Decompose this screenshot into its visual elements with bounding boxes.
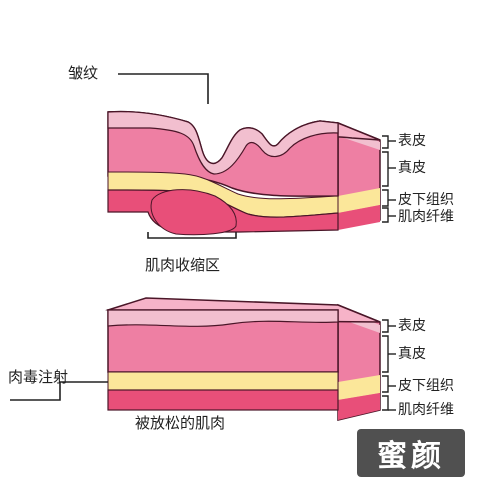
contraction-bracket [147,232,237,239]
bottom-block-front-epidermis [107,309,339,327]
injection-pointer-line [10,381,108,401]
top-layer-muscle-label: 肌肉纤维 [398,209,454,225]
top-layer-subcutaneous-label: 皮下组织 [398,192,454,208]
bottom-block-front-subcutaneous [107,371,339,391]
wrinkle-label: 皱纹 [68,64,99,82]
top-layer-epidermis-label: 表皮 [398,133,426,149]
top-block-front-epidermis [107,111,339,175]
bottom-layer-brackets [382,319,396,411]
injection-label: 肉毒注射 [8,368,69,386]
top-layer-dermis-label: 真皮 [398,160,426,176]
muscle-contraction-label: 肌肉收缩区 [145,256,221,274]
watermark-logo: 蜜颜 [357,429,465,477]
bottom-skin-block [105,297,381,421]
relaxed-muscle-label: 被放松的肌肉 [135,414,226,432]
bottom-layer-epidermis-label: 表皮 [398,318,426,334]
bottom-layer-muscle-label: 肌肉纤维 [398,402,454,418]
top-block-muscle-bulge [150,189,237,236]
bottom-layer-subcutaneous-label: 皮下组织 [398,378,454,394]
bottom-layer-dermis-label: 真皮 [398,346,426,362]
bottom-block-front-muscle [107,389,339,411]
wrinkle-pointer-line [118,73,209,104]
top-skin-block [107,110,381,236]
top-layer-brackets [382,135,396,223]
watermark-text: 蜜颜 [377,439,445,474]
